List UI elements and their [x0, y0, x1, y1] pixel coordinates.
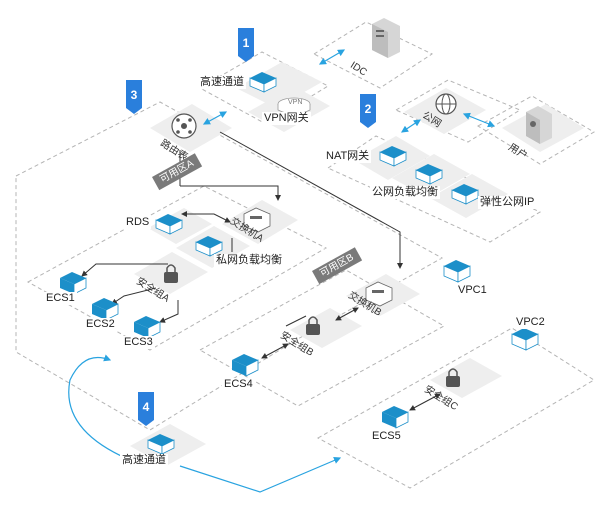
step-marker-1: [238, 28, 254, 62]
route-to-switch-a-line: [180, 185, 281, 201]
sg-to-ecs1-line: [81, 263, 168, 277]
vpc1-region: [15, 101, 444, 431]
security-group-b-lock-icon: [306, 316, 320, 335]
ecs4-server-icon: [232, 354, 259, 377]
step-marker-3: [126, 80, 142, 114]
private-slb-icon: [195, 236, 223, 257]
public-user-link: [462, 112, 496, 128]
vpc1-label: VPC1: [456, 284, 489, 297]
nat-gateway-icon: [379, 146, 407, 167]
ecs1-label: ECS1: [44, 292, 77, 305]
security-group-a-lock-icon: [164, 264, 178, 283]
public-slb-icon: [415, 164, 443, 185]
user-terminal-icon: [526, 106, 552, 144]
vpn-badge-label: VPN: [288, 99, 303, 106]
nat-public-link: [401, 119, 421, 133]
eip-label: 弹性公网IP: [478, 196, 537, 209]
security-group-c-lock-icon: [446, 368, 460, 387]
rds-database-icon: [155, 214, 183, 235]
ecs5-server-icon: [382, 406, 409, 429]
express-idc-link: [318, 49, 346, 65]
vpc1-icon: [443, 260, 471, 283]
step-number-2: 2: [364, 102, 372, 116]
ecs2-label: ECS2: [84, 318, 117, 331]
vpc2-icon: [511, 328, 539, 351]
sg-c-panel: [430, 358, 502, 398]
sg-to-ecs2-line: [111, 287, 157, 305]
zone-b-region: [198, 269, 446, 407]
ecs5-label: ECS5: [370, 430, 403, 443]
rds-to-switch-line: [181, 211, 231, 223]
ecs1-server-icon: [60, 272, 87, 295]
idc-server-icon: [372, 18, 400, 58]
express-to-vpc1-link: [68, 354, 131, 461]
public-slb-label: 公网负载均衡: [370, 186, 440, 199]
route-express-link: [202, 111, 228, 125]
internet-gateway-region: [326, 135, 542, 243]
rds-label: RDS: [124, 216, 152, 229]
ecs4-label: ECS4: [222, 378, 255, 391]
express-to-vpc2-link: [179, 457, 342, 493]
ecs3-label: ECS3: [122, 336, 155, 349]
vpc2-label: VPC2: [514, 316, 547, 329]
switch-a-icon: [243, 207, 271, 233]
route-table-icon: [171, 113, 197, 139]
step-number-1: 1: [242, 36, 250, 50]
route-to-switch-b-line: [219, 131, 403, 269]
ecs2-server-icon: [92, 298, 119, 321]
user-region: [477, 95, 595, 165]
step-marker-4: [138, 392, 154, 426]
private-slb-label: 私网负载均衡: [214, 254, 284, 267]
ecs5-sgc-arrow: [409, 393, 441, 411]
sgb-switch-arrow: [335, 307, 359, 321]
express-top-label: 高速通道: [198, 76, 246, 89]
switch-b-icon: [365, 281, 393, 307]
express-top-device-icon: [249, 72, 277, 93]
vpn-gateway-label: VPN网关: [262, 112, 311, 125]
step-marker-2: [360, 94, 376, 128]
nat-gateway-label: NAT网关: [324, 150, 372, 163]
vpn-cylinder-icon: [277, 97, 311, 115]
vpc2-region: [316, 327, 595, 489]
eip-icon: [451, 184, 479, 205]
sg-to-ecs3-line: [159, 300, 179, 323]
express-bottom-label: 高速通道: [120, 454, 168, 467]
step-number-4: 4: [142, 400, 150, 414]
step-number-3: 3: [130, 88, 138, 102]
globe-icon: [435, 93, 457, 115]
sgb-to-switch-link: [285, 315, 307, 327]
ecs3-server-icon: [134, 316, 161, 339]
idc-region: [312, 21, 434, 89]
express-panel-top: [236, 62, 322, 108]
step-markers: [126, 28, 376, 426]
ecs4-sgb-arrow: [261, 343, 289, 359]
